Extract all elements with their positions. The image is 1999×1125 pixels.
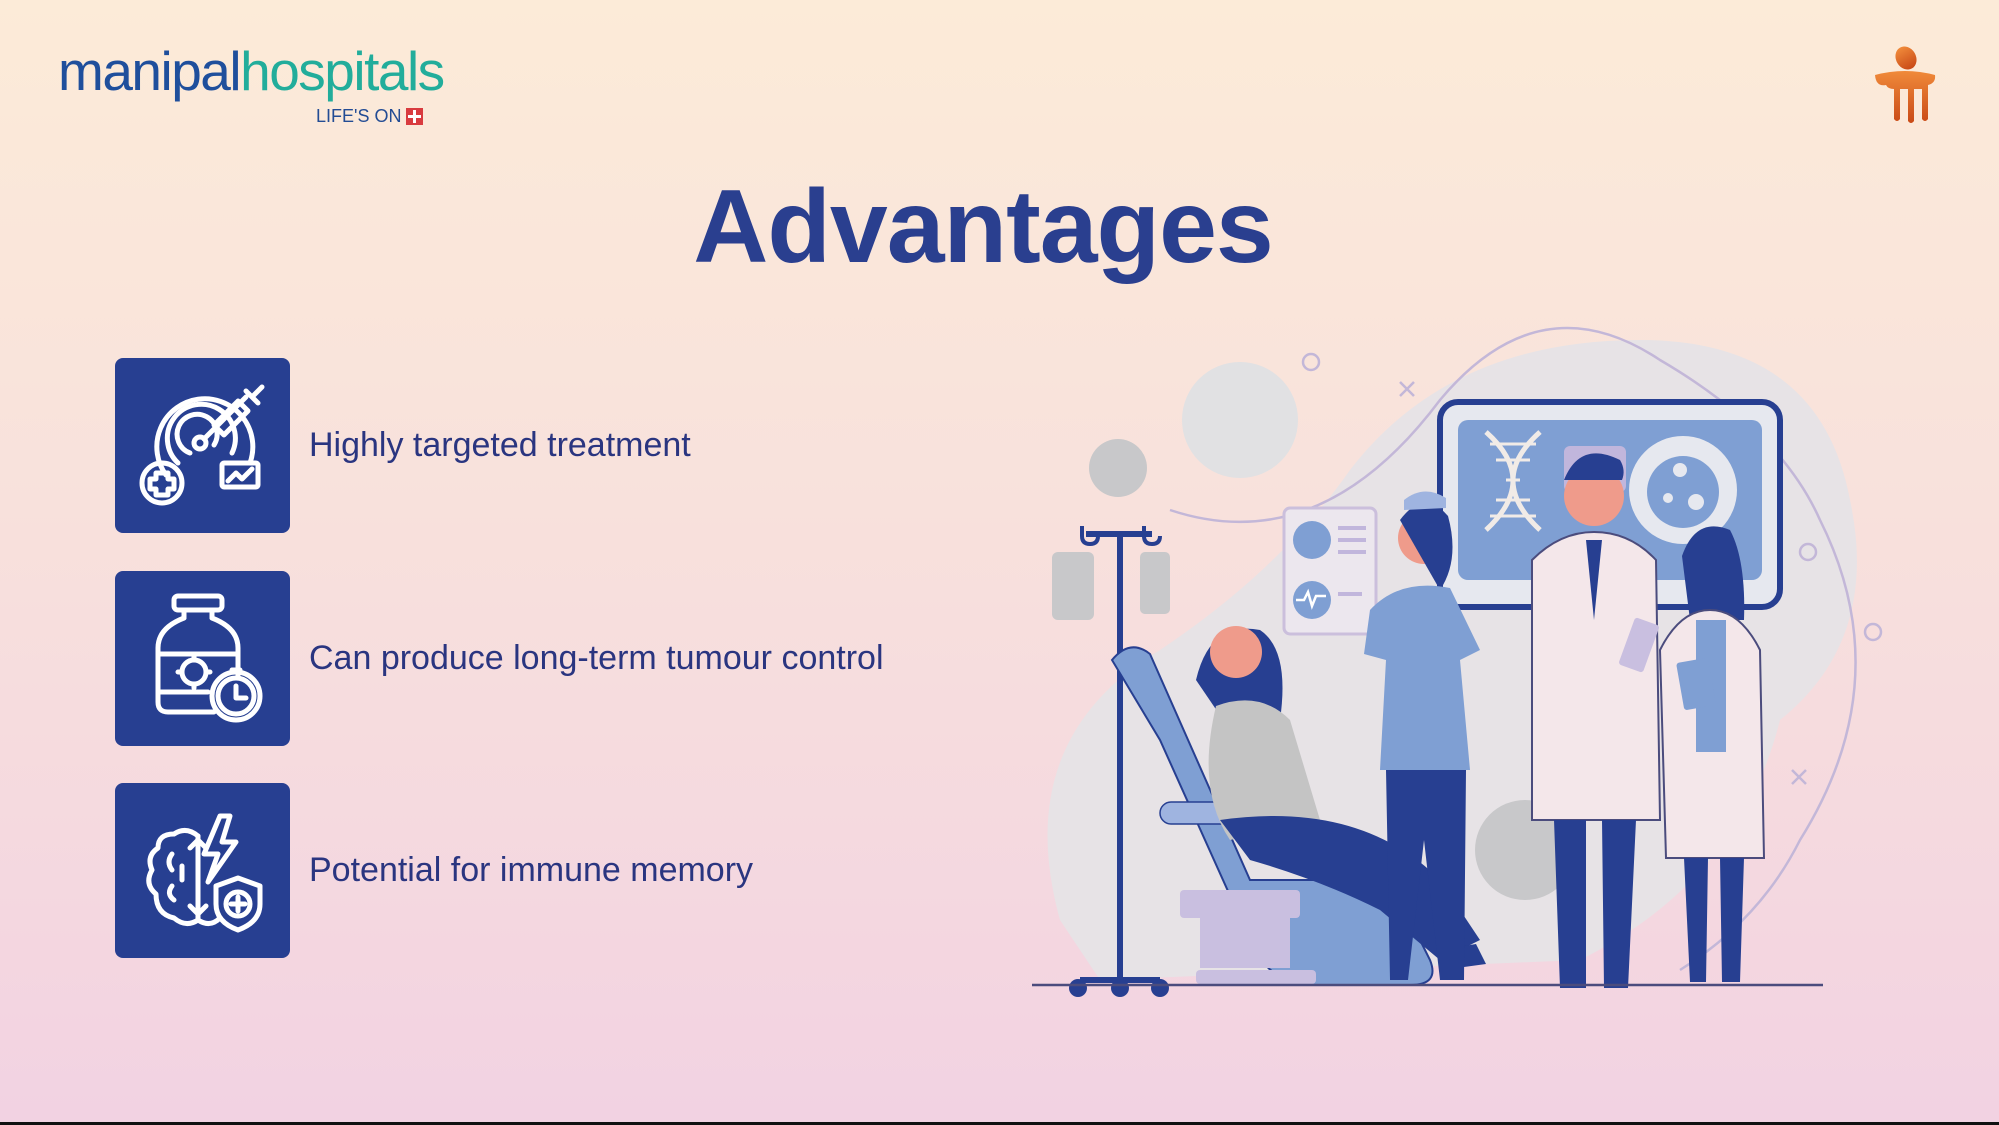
red-cross-plus-icon <box>406 108 424 125</box>
medicine-bottle-timer-icon <box>155 593 262 722</box>
advantage-label: Highly targeted treatment <box>309 426 691 464</box>
icon-tile <box>115 571 290 746</box>
advantage-label: Can produce long-term tumour control <box>309 639 884 677</box>
advantage-item-2: Can produce long-term tumour control <box>115 571 884 746</box>
advantage-item-3: Potential for immune memory <box>115 783 753 958</box>
logo-wordmark: manipalhospitals <box>58 44 445 99</box>
chemotherapy-clinic-illustration <box>1032 326 1883 997</box>
icon-tile <box>115 783 290 958</box>
manipal-figure-icon <box>1875 46 1936 123</box>
brain-shield-icon <box>145 813 262 932</box>
bottom-border <box>0 1122 1999 1125</box>
slide-title: Advantages <box>693 169 1274 285</box>
tagline-text: LIFE'S ON <box>316 106 402 126</box>
advantage-label: Potential for immune memory <box>309 851 754 889</box>
logo-text-manipal: manipal <box>58 40 242 102</box>
icon-tile <box>115 358 290 533</box>
manipal-hospitals-logo: manipalhospitals LIFE'S ON <box>58 44 445 127</box>
target-syringe-icon <box>139 384 264 505</box>
logo-text-hospitals: hospitals <box>240 40 445 102</box>
advantage-item-1: Highly targeted treatment <box>115 358 691 533</box>
logo-tagline: LIFE'S ON <box>316 106 424 127</box>
